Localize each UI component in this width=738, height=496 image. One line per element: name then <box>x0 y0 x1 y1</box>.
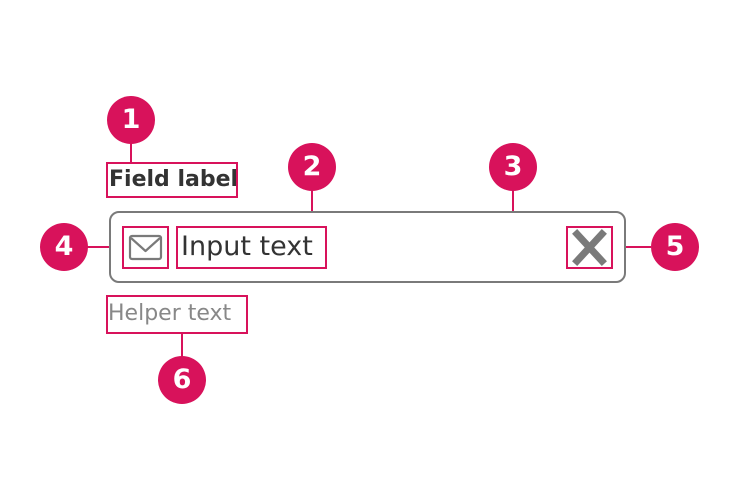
close-icon[interactable] <box>566 226 613 269</box>
callout-marker-2: 2 <box>288 143 336 191</box>
callout-line-2 <box>311 188 313 228</box>
callout-line-4 <box>84 246 124 248</box>
callout-line-6 <box>181 332 183 358</box>
callout-box-input-text <box>176 226 327 269</box>
callout-marker-1: 1 <box>107 96 155 144</box>
callout-line-5 <box>611 246 651 248</box>
callout-line-1 <box>130 140 132 164</box>
text-input-container[interactable] <box>109 211 626 283</box>
field-label: Field label <box>109 167 239 192</box>
callout-marker-5: 5 <box>651 223 699 271</box>
callout-marker-6: 6 <box>158 356 206 404</box>
callout-box-field-label <box>106 162 238 198</box>
callout-line-3 <box>512 188 514 213</box>
input-text[interactable]: Input text <box>181 231 313 262</box>
callout-box-helper-text <box>106 295 248 334</box>
envelope-icon <box>122 226 169 269</box>
callout-marker-4: 4 <box>40 223 88 271</box>
helper-text: Helper text <box>108 301 232 326</box>
callout-box-leading-icon <box>122 226 169 269</box>
callout-marker-3: 3 <box>489 143 537 191</box>
callout-box-clear-icon <box>566 226 613 269</box>
